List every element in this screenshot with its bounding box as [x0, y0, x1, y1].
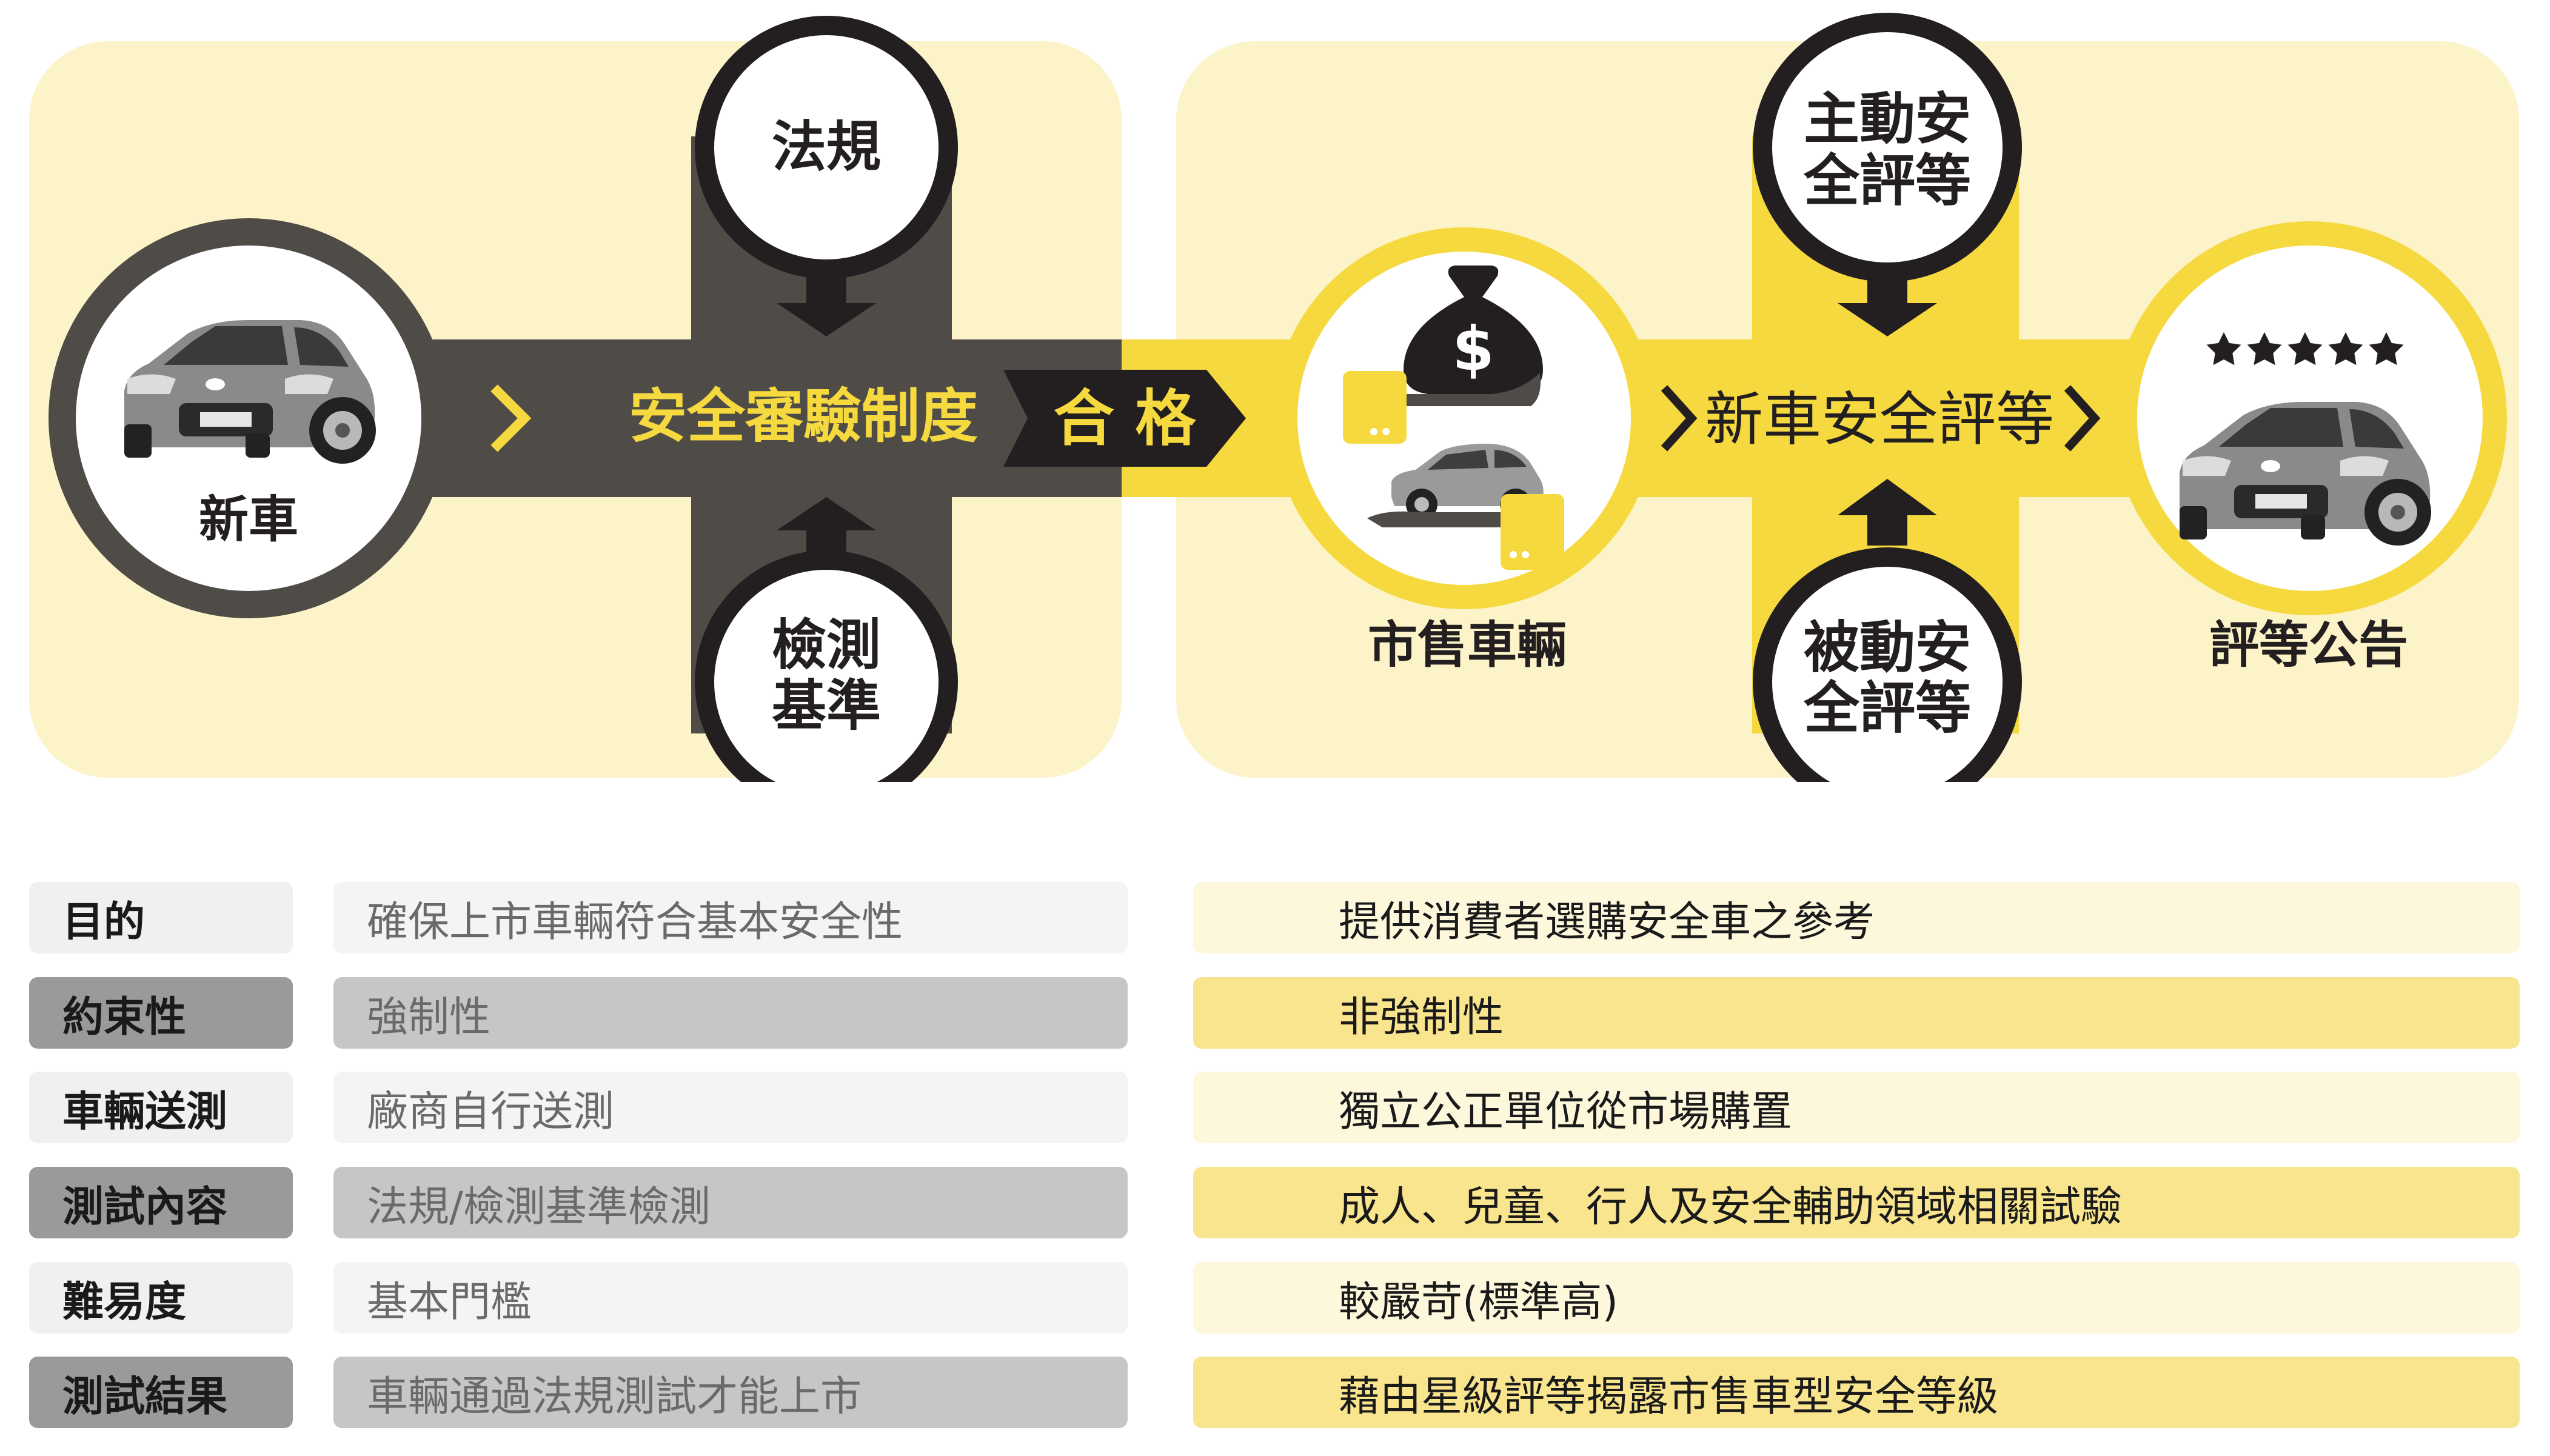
row-binding-ncap: 非強制性	[1193, 977, 2520, 1049]
sleeve-button	[1382, 428, 1390, 435]
new-car-label: 新車	[199, 491, 298, 549]
market-vehicle-label: 市售車輛	[1368, 616, 1567, 674]
sleeve-button	[1510, 551, 1517, 558]
hand-sleeve-bottom	[1501, 494, 1564, 570]
row-content-regulation: 法規/檢測基準檢測	[333, 1167, 1128, 1238]
passive-rating-label-2: 全評等	[1803, 676, 1971, 741]
active-rating-label-2: 全評等	[1803, 149, 1971, 213]
hand-icon-bottom	[1367, 511, 1528, 527]
row-label-binding: 約束性	[29, 977, 293, 1049]
arrow-down-icon	[777, 276, 876, 336]
passive-rating-label-1: 被動安	[1804, 615, 1971, 680]
safety-system-label: 安全審驗制度	[629, 382, 978, 450]
announcement-label: 評等公告	[2209, 616, 2408, 674]
money-bag-icon	[1404, 265, 1543, 394]
chevron-right-icon	[1661, 385, 1698, 452]
sleeve-button	[1370, 428, 1377, 435]
test-standard-node-inner	[714, 570, 939, 782]
regulation-label: 法規	[772, 115, 881, 179]
row-purpose-regulation: 確保上市車輛符合基本安全性	[333, 882, 1128, 953]
row-content-ncap: 成人、兒童、行人及安全輔助領域相關試驗	[1193, 1167, 2520, 1238]
chevron-right-icon	[490, 384, 532, 452]
row-submission-ncap: 獨立公正單位從市場購置	[1193, 1072, 2520, 1143]
dollar-icon: $	[1452, 313, 1494, 384]
sleeve-button	[1522, 551, 1529, 558]
active-rating-label-1: 主動安	[1804, 87, 1971, 152]
row-result-regulation: 車輛通過法規測試才能上市	[333, 1357, 1128, 1428]
hand-icon-top	[1407, 373, 1541, 406]
flow-diagram: 新車 法規 檢測 基準 安全審驗制度 合 格 $ 市售車輛 主動安 全評等 被動…	[29, 13, 2519, 782]
row-purpose-ncap: 提供消費者選購安全車之參考	[1193, 882, 2520, 953]
row-label-result: 測試結果	[29, 1357, 293, 1428]
row-label-purpose: 目的	[29, 882, 293, 953]
test-standard-label-2: 基準	[772, 674, 881, 738]
row-binding-regulation: 強制性	[333, 977, 1128, 1049]
arrow-up-icon	[777, 497, 876, 555]
pass-label: 合 格	[1054, 383, 1197, 454]
chevron-right-icon	[2064, 385, 2101, 452]
passive-rating-node-inner	[1772, 567, 2003, 782]
row-difficulty-ncap: 較嚴苛(標準高)	[1193, 1262, 2520, 1334]
pass-arrow	[1003, 370, 1246, 467]
active-rating-node-inner	[1772, 32, 2003, 262]
left-horizontal-bar	[330, 339, 1131, 497]
row-difficulty-regulation: 基本門檻	[333, 1262, 1128, 1334]
row-label-submission: 車輛送測	[29, 1072, 293, 1143]
test-standard-label-1: 檢測	[772, 613, 881, 677]
row-result-ncap: 藉由星級評等揭露市售車型安全等級	[1193, 1357, 2520, 1428]
arrow-down-icon	[1838, 279, 1937, 336]
arrow-up-icon	[1838, 479, 1937, 546]
regulation-node-inner	[714, 35, 939, 259]
row-submission-regulation: 廠商自行送測	[333, 1072, 1128, 1143]
row-label-difficulty: 難易度	[29, 1262, 293, 1334]
hand-sleeve-top	[1343, 371, 1407, 444]
row-label-content: 測試內容	[29, 1167, 293, 1238]
ncap-label: 新車安全評等	[1705, 386, 2054, 453]
